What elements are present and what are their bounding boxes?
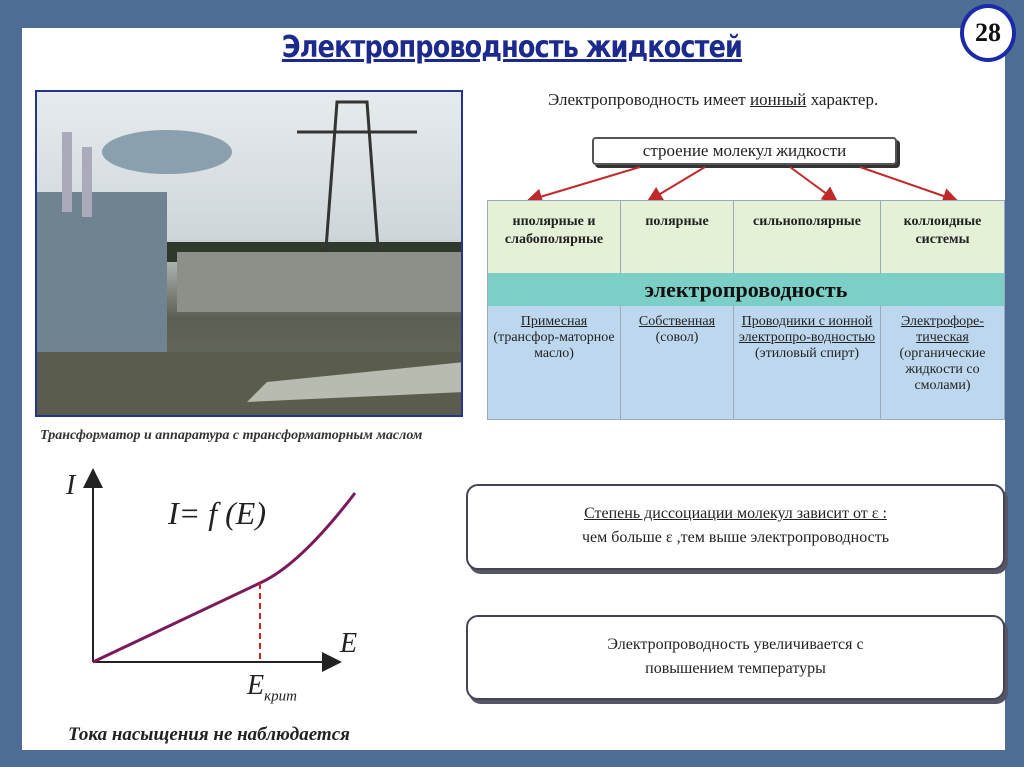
formula: I= f (E) [168,495,266,531]
category-cell: полярные [621,201,734,273]
conductivity-header: электропроводность [488,273,1004,306]
dissociation-box: Степень диссоциации молекул зависит от ε… [466,484,1005,570]
intro-before: Электропроводность имеет [548,90,750,109]
critical-label: Eкрит [247,670,297,705]
intro-underlined: ионный [750,90,807,109]
types-row: Примесная(трансфор-маторное масло) Собст… [488,306,1004,419]
transformer-photo [35,90,463,417]
transformer-photo-illustration [37,100,461,415]
arrow [646,166,706,203]
type-cell: Проводники с ионной электропро-водностью… [734,306,881,419]
x-axis-label: E [340,628,358,659]
slide-number-badge: 28 [960,4,1016,62]
arrow [526,166,641,205]
type-cell: Примесная(трансфор-маторное масло) [488,306,621,419]
intro-text: Электропроводность имеет ионный характер… [548,90,878,110]
slide-title: Электропроводность жидкостей [281,30,743,65]
structure-box: строение молекул жидкости [592,137,897,165]
y-axis-label: I [66,470,76,501]
graph-caption: Тока насыщения не наблюдается [68,724,350,745]
category-cell: сильнополярные [734,201,881,273]
arrow [859,166,959,204]
photo-caption: Трансформатор и аппаратура с трансформат… [40,428,423,443]
iv-curve [92,492,357,664]
type-cell: Собственная(совол) [621,306,734,419]
intro-after: характер. [806,90,879,109]
arrow [789,166,839,203]
type-cell: Электрофоре-тическая(органические жидкос… [899,314,986,393]
